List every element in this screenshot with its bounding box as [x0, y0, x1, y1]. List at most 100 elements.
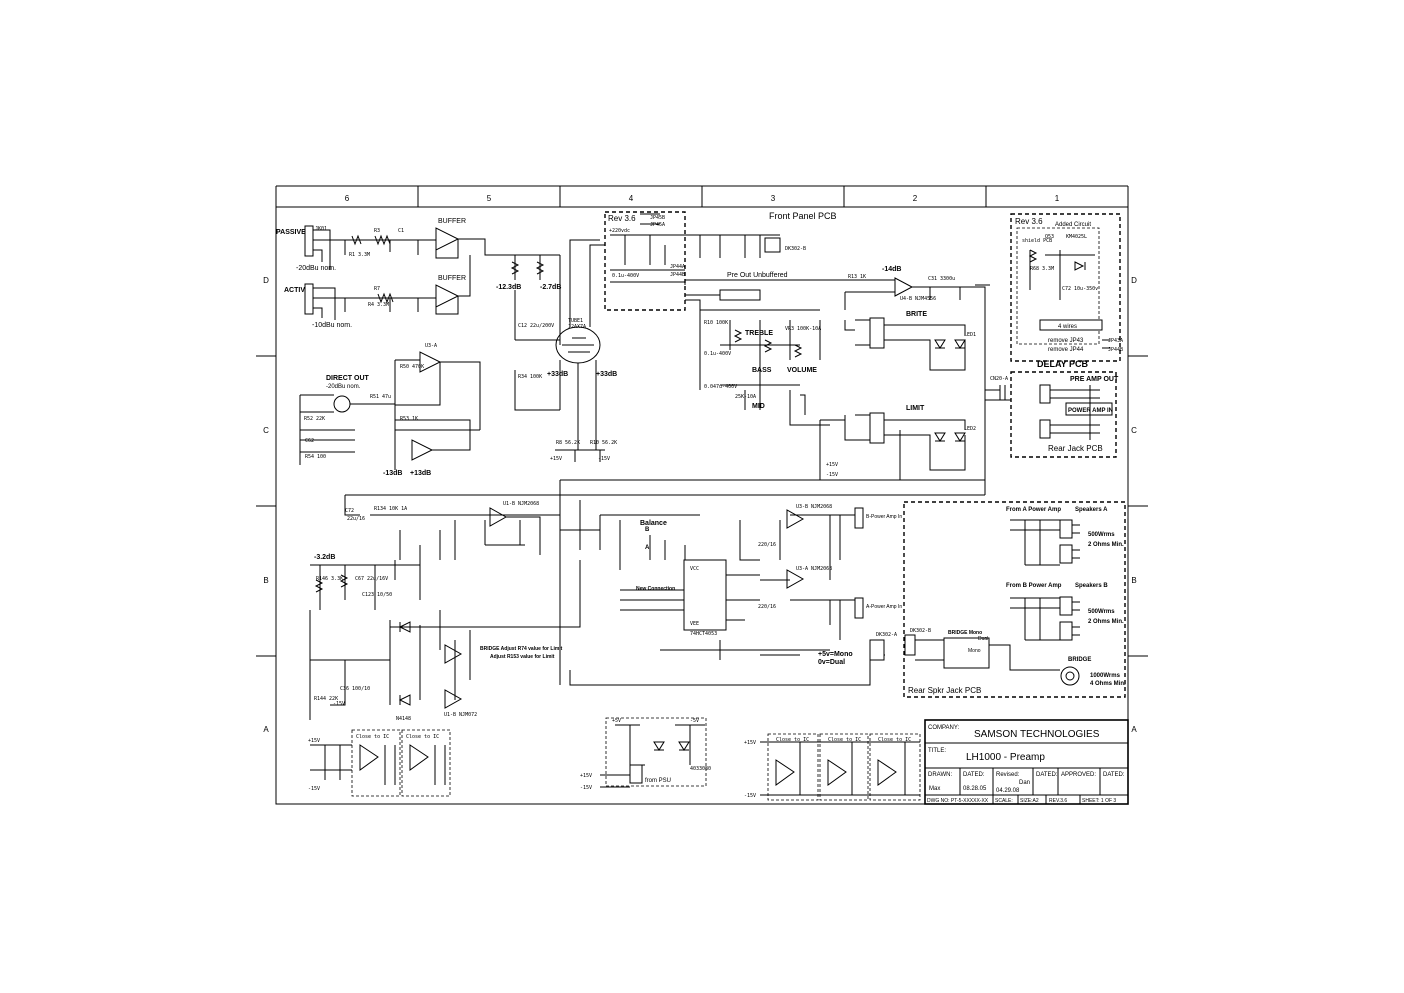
svg-text:74HCT4053: 74HCT4053 — [690, 631, 717, 637]
w500-b: 500Wrms — [1088, 609, 1115, 615]
svg-text:N4148: N4148 — [396, 716, 411, 722]
psu-connector — [629, 764, 643, 784]
nom20-label: -20dBu nom. — [296, 265, 336, 272]
row-label: B — [1131, 576, 1136, 585]
row-label: C — [1131, 426, 1137, 435]
svg-text:-15V: -15V — [744, 793, 756, 799]
company-label: COMPANY: — [928, 725, 960, 731]
svg-text:LED1: LED1 — [964, 332, 976, 338]
db-33b: +33dB — [596, 371, 617, 378]
limit-diode — [398, 694, 411, 706]
row-label: C — [263, 426, 269, 435]
svg-text:R4 3.3M: R4 3.3M — [368, 302, 389, 308]
xlr-jack — [333, 395, 351, 413]
w500-a: 500Wrms — [1088, 532, 1115, 538]
rear-jack-label: Rear Jack PCB — [1048, 444, 1103, 453]
delay-pcb-block: Rev 3.6 Added Circuit shield PCB Q53 KM4… — [1010, 213, 1123, 369]
svg-text:R7: R7 — [374, 286, 380, 292]
dated-label: DATED: — [963, 772, 985, 778]
delay-remove2: remove JP44 — [1048, 347, 1084, 353]
svg-text:DK302-B: DK302-B — [785, 246, 806, 252]
from-a-label: From A Power Amp — [1006, 507, 1061, 513]
passive-label: PASSIVE — [276, 229, 306, 236]
mid-label: MID — [752, 403, 765, 410]
sheet-frame: 6 5 4 3 2 1 D C B A D C B A — [256, 185, 1148, 805]
rear-spkr-block: From A Power Amp Speakers A 500Wrms 2 Oh… — [903, 501, 1126, 698]
speakers-b-label: Speakers B — [1075, 583, 1108, 589]
ohms4: 4 Ohms Min. — [1090, 681, 1126, 687]
from-psu: from PSU — [645, 778, 671, 784]
nom10-label: -10dBu nom. — [312, 322, 352, 329]
mono-dual: +5v=Mono — [818, 651, 853, 658]
balance-opamp-2 — [786, 509, 805, 529]
svg-text:VEE: VEE — [690, 621, 699, 627]
column-label: 5 — [487, 194, 492, 203]
svg-text:R51 47u: R51 47u — [370, 394, 391, 400]
svg-text:-5V: -5V — [690, 718, 699, 724]
speakers-a-label: Speakers A — [1075, 507, 1108, 513]
limit-label: LIMIT — [906, 405, 925, 412]
svg-text:DK302-B: DK302-B — [910, 628, 931, 634]
tube-section: -12.3dB -2.7dB TUBE1 12AX7A +33dB +33dB … — [496, 239, 617, 462]
svg-text:4033080: 4033080 — [690, 766, 711, 772]
scale-label: SCALE: — [995, 798, 1013, 804]
svg-text:JP45B: JP45B — [650, 215, 665, 221]
size-label: SIZE:A2 — [1020, 798, 1039, 804]
svg-text:C72: C72 — [345, 508, 354, 514]
svg-text:U3-A NJM2068: U3-A NJM2068 — [796, 566, 832, 572]
row-label: D — [263, 276, 269, 285]
dated3-label: DATED: — [1103, 772, 1125, 778]
row-label: D — [1131, 276, 1137, 285]
revised-label: Revised: — [996, 772, 1020, 778]
svg-text:R10 100K: R10 100K — [704, 320, 728, 326]
svg-text:C36 100/10: C36 100/10 — [340, 686, 370, 692]
dwg-no: DWG NO: PT-5-XXXXX-XX — [927, 798, 989, 804]
balance-opamp-1 — [489, 507, 508, 527]
direct-out-label: DIRECT OUT — [326, 375, 370, 382]
svg-text:R53 1K: R53 1K — [400, 416, 418, 422]
limit-switch — [869, 412, 885, 444]
svg-text:C67 22u/16V: C67 22u/16V — [355, 576, 388, 582]
svg-text:0.1u-400V: 0.1u-400V — [612, 273, 639, 279]
svg-text:C123 10/50: C123 10/50 — [362, 592, 392, 598]
svg-text:Close to IC: Close to IC — [878, 737, 911, 743]
svg-text:22u/16: 22u/16 — [347, 516, 365, 522]
svg-text:R1 3.3M: R1 3.3M — [349, 252, 370, 258]
bass-label: BASS — [752, 367, 772, 374]
column-label: 3 — [771, 194, 776, 203]
row-label: A — [263, 725, 269, 734]
row-ticks — [256, 355, 1148, 657]
led-limit — [934, 432, 946, 442]
rev36-top-box: Rev 3.6 JP45B JP45A +220vdc 0.1u-400V JP… — [604, 211, 686, 311]
direct-out-section: DIRECT OUT -20dBu nom. -13dB +13dB R50 4… — [299, 343, 481, 477]
db-m14: -14dB — [882, 266, 901, 273]
svg-text:+15V: +15V — [308, 738, 320, 744]
buffer-opamp-1 — [435, 227, 460, 251]
svg-text:+15V: +15V — [744, 740, 756, 746]
svg-text:R3: R3 — [374, 228, 380, 234]
decoupling-boxes-2: +15V -15V Close to IC Close to IC Close … — [744, 733, 921, 801]
svg-text:U4-B NJM4556: U4-B NJM4556 — [900, 296, 936, 302]
row-label: A — [1131, 725, 1137, 734]
active-label: ACTIVE — [284, 287, 310, 294]
approved-label: APPROVED: — [1061, 772, 1096, 778]
svg-text:B: B — [645, 527, 650, 533]
db-m12-3: -12.3dB — [496, 284, 521, 291]
svg-text:C72 10u-350v: C72 10u-350v — [1062, 286, 1098, 292]
svg-text:+5V: +5V — [612, 718, 621, 724]
interconnect-wires — [485, 255, 986, 628]
mono-dual-2: 0v=Dual — [818, 659, 845, 666]
rear-jack-block: PRE AMP OUT POWER AMP IN Rear Jack PCB C… — [984, 335, 1119, 458]
company-name: SAMSON TECHNOLOGIES — [974, 729, 1100, 740]
active-jack — [304, 283, 314, 315]
column-label: 1 — [1055, 194, 1060, 203]
volume-label: VOLUME — [787, 367, 817, 374]
dated-value: 08.28.05 — [963, 786, 987, 792]
svg-text:U1-B NJM072: U1-B NJM072 — [444, 712, 477, 718]
svg-text:shield PCB: shield PCB — [1022, 238, 1052, 244]
svg-text:Close to IC: Close to IC — [776, 737, 809, 743]
bridge-mono-label: BRIDGE Mono — [948, 630, 982, 636]
db-m13: -13dB — [383, 470, 402, 477]
dated2-label: DATED: — [1036, 772, 1058, 778]
svg-text:0.047u-400V: 0.047u-400V — [704, 384, 737, 390]
